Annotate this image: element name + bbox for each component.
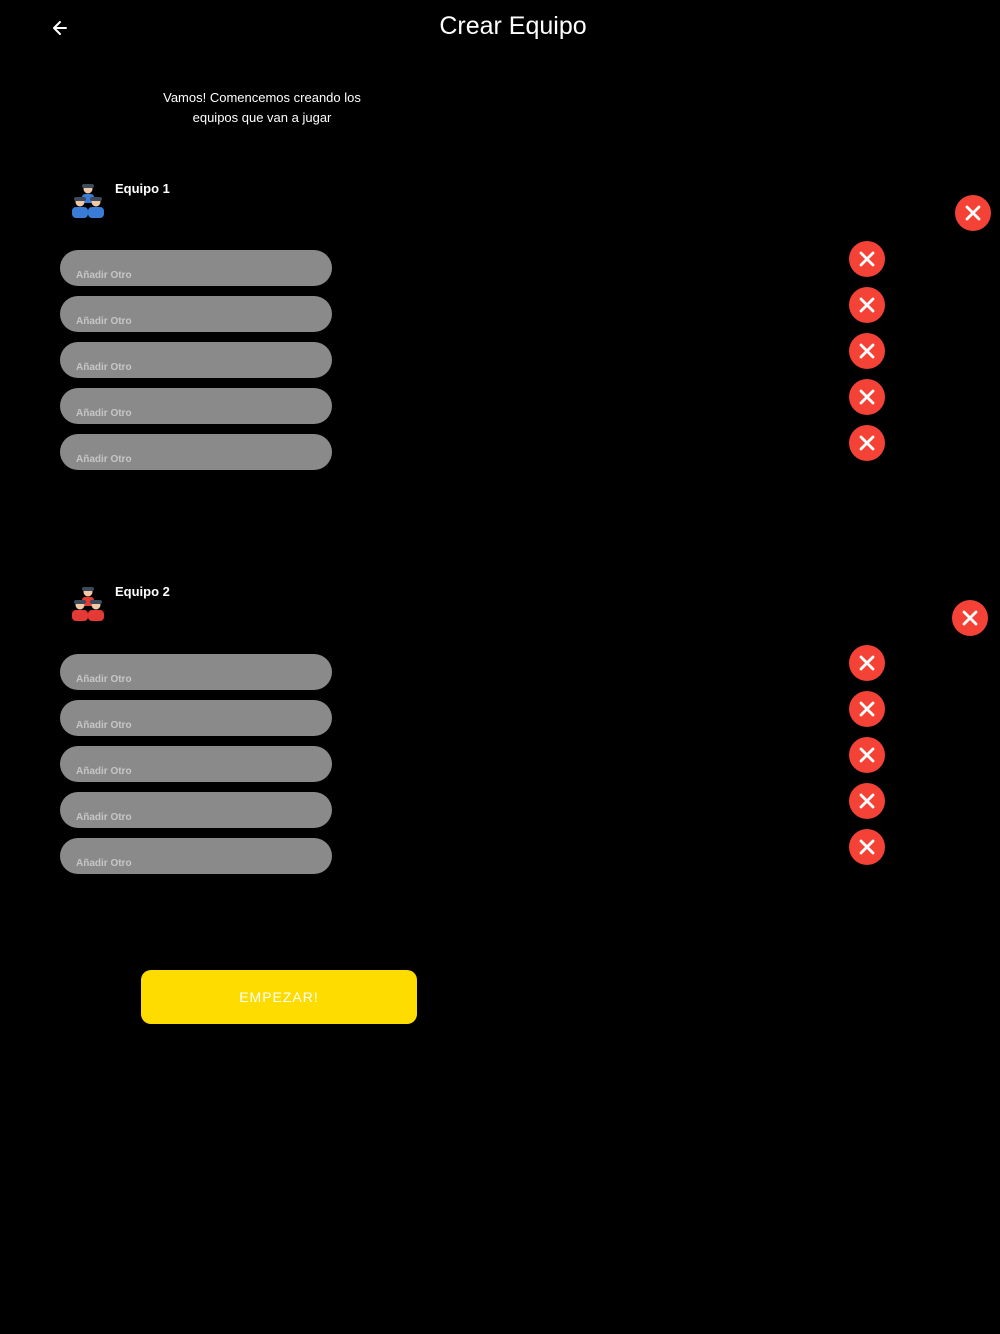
close-icon: [859, 435, 875, 451]
player-name-input[interactable]: [60, 342, 332, 378]
arrow-left-icon: [53, 21, 67, 35]
team-name: Equipo 2: [115, 584, 170, 599]
close-icon: [859, 297, 875, 313]
close-icon: [859, 747, 875, 763]
close-icon: [962, 610, 978, 626]
player-name-input[interactable]: [60, 434, 332, 470]
close-icon: [859, 701, 875, 717]
remove-player-button[interactable]: [849, 333, 885, 369]
team-people-icon: [72, 587, 104, 621]
player-name-input[interactable]: [60, 654, 332, 690]
player-name-input[interactable]: [60, 700, 332, 736]
remove-team-button[interactable]: [952, 600, 988, 636]
start-button[interactable]: EMPEZAR!: [141, 970, 417, 1024]
remove-player-button[interactable]: [849, 241, 885, 277]
player-name-input[interactable]: [60, 746, 332, 782]
remove-player-button[interactable]: [849, 645, 885, 681]
remove-player-button[interactable]: [849, 379, 885, 415]
player-name-input[interactable]: [60, 838, 332, 874]
remove-player-button[interactable]: [849, 425, 885, 461]
player-name-input[interactable]: [60, 388, 332, 424]
remove-team-button[interactable]: [955, 195, 991, 231]
back-button[interactable]: [48, 16, 72, 40]
team-people-icon: [72, 184, 104, 218]
remove-player-button[interactable]: [849, 737, 885, 773]
player-name-input[interactable]: [60, 250, 332, 286]
player-name-input[interactable]: [60, 296, 332, 332]
close-icon: [859, 839, 875, 855]
close-icon: [859, 251, 875, 267]
close-icon: [859, 655, 875, 671]
close-icon: [859, 793, 875, 809]
close-icon: [859, 389, 875, 405]
close-icon: [859, 343, 875, 359]
player-name-input[interactable]: [60, 792, 332, 828]
team-name: Equipo 1: [115, 181, 170, 196]
remove-player-button[interactable]: [849, 783, 885, 819]
close-icon: [965, 205, 981, 221]
page-title: Crear Equipo: [439, 12, 587, 40]
remove-player-button[interactable]: [849, 287, 885, 323]
intro-text: Vamos! Comencemos creando los equipos qu…: [163, 90, 361, 125]
remove-player-button[interactable]: [849, 829, 885, 865]
remove-player-button[interactable]: [849, 691, 885, 727]
